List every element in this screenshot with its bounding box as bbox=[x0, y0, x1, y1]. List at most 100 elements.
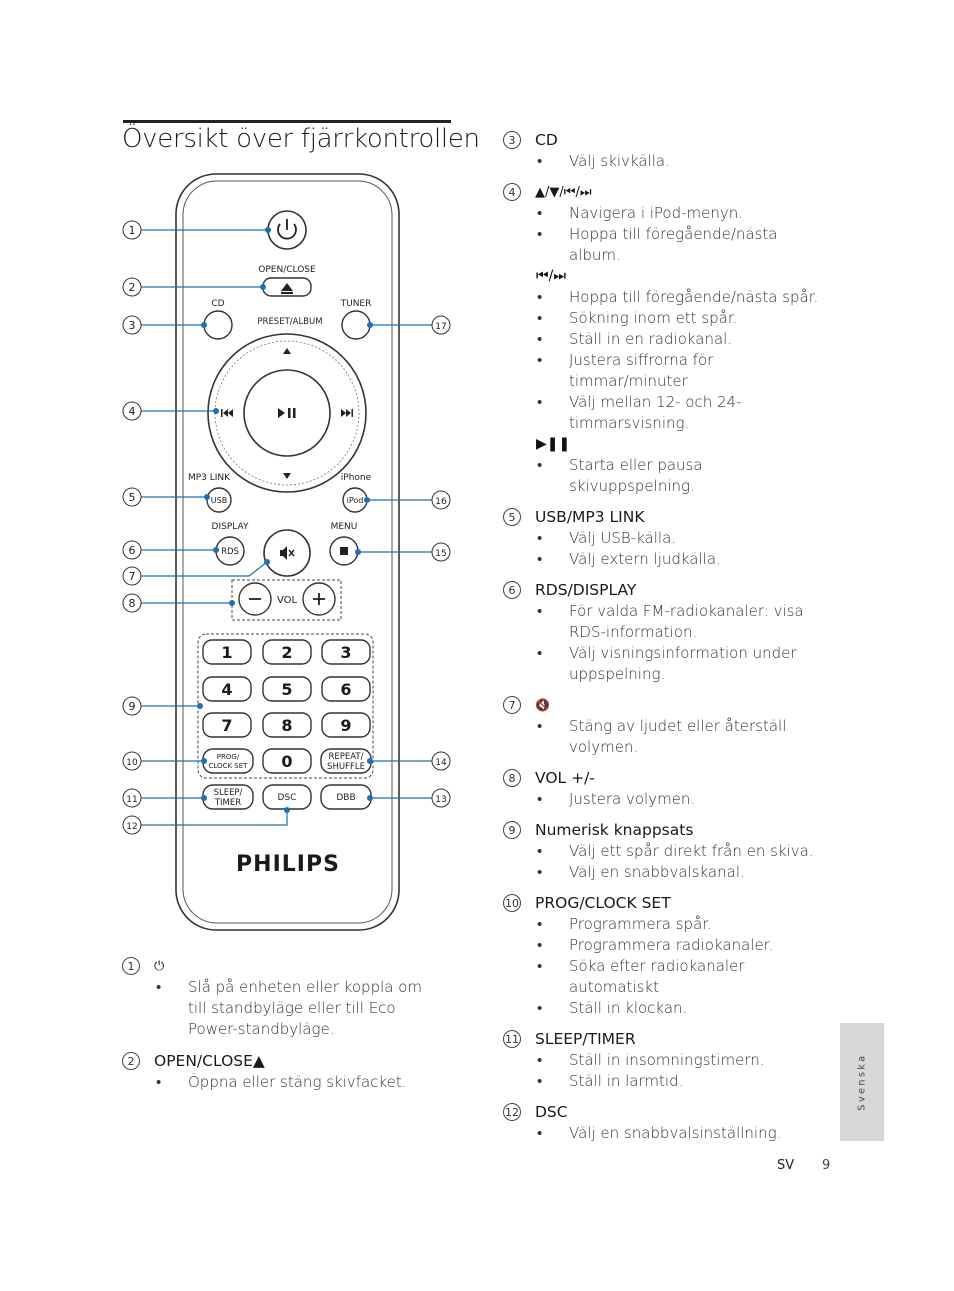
key-5-button bbox=[262, 676, 312, 702]
callout-9-circle bbox=[122, 696, 142, 716]
list-item: Ställ in insomningstimern. bbox=[537, 1050, 833, 1071]
title-rule bbox=[123, 120, 451, 123]
cd-button bbox=[203, 310, 233, 340]
svg-text:REPEAT/: REPEAT/ bbox=[329, 752, 364, 762]
language-tab bbox=[840, 1023, 884, 1141]
callout-7-circle bbox=[122, 566, 142, 586]
key-7-label: 7 bbox=[221, 716, 232, 735]
key-8-label: 8 bbox=[281, 716, 292, 735]
down-arrow-icon bbox=[283, 473, 291, 479]
skip-icons: ⏮/⏭ bbox=[536, 268, 566, 284]
callout-13-circle bbox=[431, 788, 451, 808]
svg-text:DBB: DBB bbox=[336, 793, 355, 803]
list-item: Öppna eller stäng skivfacket. bbox=[156, 1072, 442, 1093]
callout-16-circle bbox=[431, 490, 451, 510]
callout-3-circle bbox=[122, 315, 142, 335]
callout-lines bbox=[141, 229, 432, 826]
key-9-label: 9 bbox=[340, 716, 351, 735]
page-number: 9 bbox=[822, 1158, 831, 1173]
tuner-label: TUNER bbox=[340, 299, 372, 309]
philips-logo: PHILIPS bbox=[236, 852, 340, 877]
callout-1-label: 1 bbox=[129, 224, 136, 237]
list-item: Stäng av ljudet eller återställ volymen. bbox=[537, 716, 833, 758]
list-item: Navigera i iPod-menyn. bbox=[537, 203, 833, 224]
svg-text:CLOCK SET: CLOCK SET bbox=[209, 762, 249, 770]
key-2-button bbox=[262, 639, 312, 665]
list-item: Välj ett spår direkt från en skiva. bbox=[537, 841, 833, 862]
svg-text:PROG/: PROG/ bbox=[217, 753, 240, 761]
key-7-button bbox=[202, 712, 252, 738]
iphone-label: iPhone bbox=[341, 473, 372, 483]
callout-15-circle bbox=[431, 542, 451, 562]
open-close-label: OPEN/CLOSE bbox=[258, 265, 316, 275]
list-item: Ställ in larmtid. bbox=[537, 1071, 833, 1092]
list-item: Ställ in en radiokanal. bbox=[537, 329, 833, 350]
callout-17-circle bbox=[431, 315, 451, 335]
callout-8-circle bbox=[122, 593, 142, 613]
list-item: Hoppa till föregående/nästa spår. bbox=[537, 287, 833, 308]
mp3-link-label: MP3 LINK bbox=[188, 473, 231, 483]
callout-9-label: 9 bbox=[129, 700, 136, 713]
list-item: Välj skivkälla. bbox=[537, 151, 833, 172]
power-icon: ⏻ bbox=[154, 958, 165, 974]
list-item: Välj USB-källa. bbox=[537, 528, 833, 549]
key-6-label: 6 bbox=[340, 680, 351, 699]
callout-2-circle bbox=[122, 277, 142, 297]
key-9-button bbox=[321, 712, 371, 738]
tuner-button bbox=[341, 310, 371, 340]
key-8-button bbox=[262, 712, 312, 738]
cd-label: CD bbox=[211, 299, 224, 309]
up-arrow-icon bbox=[283, 348, 291, 354]
list-item: Programmera radiokanaler. bbox=[537, 935, 833, 956]
list-item: Välj extern ljudkälla. bbox=[537, 549, 833, 570]
callout-6-label: 6 bbox=[129, 544, 136, 557]
callout-10-circle bbox=[122, 751, 142, 771]
section-7: 7🔇 Stäng av ljudet eller återställ volym… bbox=[503, 694, 833, 758]
list-item: Programmera spår. bbox=[537, 914, 833, 935]
callout-3-label: 3 bbox=[129, 319, 136, 332]
callout-8-label: 8 bbox=[129, 597, 136, 610]
play-pause-icon: ▶❚❚ bbox=[536, 436, 571, 452]
list-item: Välj en snabbvalskanal. bbox=[537, 862, 833, 883]
menu-label: MENU bbox=[331, 522, 358, 532]
key-0-button bbox=[262, 748, 312, 774]
callout-16-label: 16 bbox=[435, 497, 447, 507]
key-4-button bbox=[202, 676, 252, 702]
list-item: Justera siffrorna för timmar/minuter bbox=[537, 350, 833, 392]
list-item: Välj visningsinformation under uppspelni… bbox=[537, 643, 833, 685]
list-item: Söka efter radiokanaler automatiskt bbox=[537, 956, 833, 998]
key-1-label: 1 bbox=[221, 643, 232, 662]
section-1: 1⏻ Slå på enheten eller koppla om till s… bbox=[122, 955, 442, 1040]
callout-5-label: 5 bbox=[129, 491, 136, 504]
svg-text:TIMER: TIMER bbox=[214, 798, 241, 808]
list-item: Starta eller pausa skivuppspelning. bbox=[537, 455, 833, 497]
mute-icon: 🔇 bbox=[535, 698, 550, 712]
key-6-button bbox=[321, 676, 371, 702]
callout-2-label: 2 bbox=[129, 281, 136, 294]
callout-12-circle bbox=[122, 815, 142, 835]
play-pause-button bbox=[243, 369, 331, 457]
callout-11-label: 11 bbox=[126, 795, 137, 805]
next-icon bbox=[341, 409, 353, 417]
callout-5-circle bbox=[122, 487, 142, 507]
callout-14-label: 14 bbox=[435, 758, 447, 768]
list-item: För valda FM-radiokanaler: visa RDS-info… bbox=[537, 601, 833, 643]
page-title: Översikt över fjärrkontrollen bbox=[122, 124, 480, 154]
key-1-button bbox=[202, 639, 252, 665]
key-5-label: 5 bbox=[281, 680, 292, 699]
vol-label: VOL bbox=[277, 595, 298, 606]
display-label: DISPLAY bbox=[212, 522, 249, 532]
svg-text:RDS: RDS bbox=[221, 547, 239, 557]
callout-10-label: 10 bbox=[126, 758, 138, 768]
list-item: Hoppa till föregående/nästa album. bbox=[537, 224, 833, 266]
